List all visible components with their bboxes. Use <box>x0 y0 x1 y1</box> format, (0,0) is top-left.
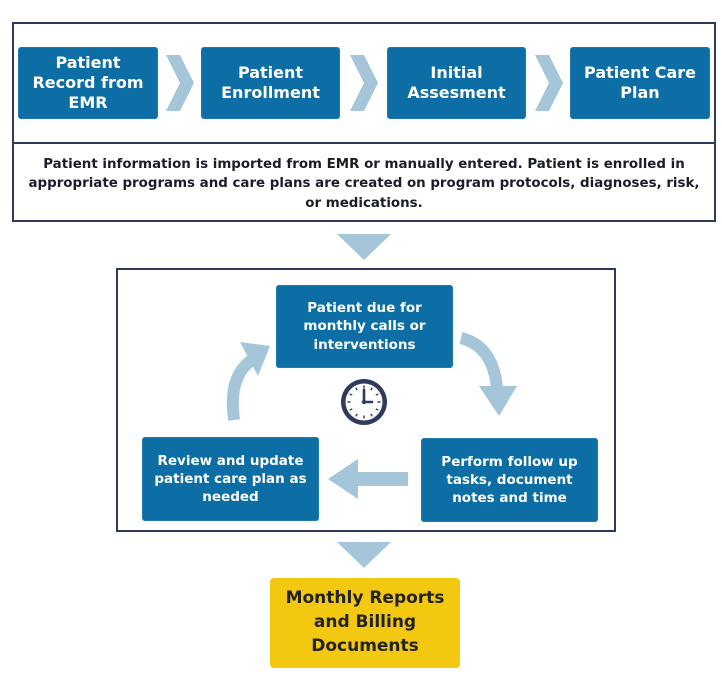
cycle-perform-box: Perform follow up tasks, document notes … <box>421 438 598 522</box>
chevron-right-icon <box>166 55 194 111</box>
step-patient-enrollment-label: Patient Enrollment <box>221 63 320 102</box>
step-patient-care-plan-label: Patient Care Plan <box>584 63 696 102</box>
cycle-due-box: Patient due for monthly calls or interve… <box>276 285 453 368</box>
description-text: Patient information is imported from EMR… <box>28 156 700 211</box>
description-frame <box>12 142 716 222</box>
monthly-reports-box: Monthly Reports and Billing Documents <box>270 578 460 668</box>
cycle-due-label: Patient due for monthly calls or interve… <box>303 300 426 353</box>
monthly-reports-label: Monthly Reports and Billing Documents <box>285 588 445 656</box>
step-patient-care-plan: Patient Care Plan <box>570 47 710 119</box>
chevron-right-icon <box>350 55 378 111</box>
arrow-left-icon <box>328 459 408 499</box>
clock-icon <box>341 379 387 425</box>
cycle-perform-label: Perform follow up tasks, document notes … <box>441 453 578 507</box>
arrow-down-icon <box>337 234 391 260</box>
cycle-review-box: Review and update patient care plan as n… <box>142 437 319 521</box>
chevron-right-icon <box>535 55 563 111</box>
step-initial-assessment-label: Initial Assesment <box>407 63 506 102</box>
curved-arrow-down-icon <box>459 332 517 416</box>
arrow-down-icon <box>337 542 391 568</box>
curved-arrow-up-icon <box>226 342 270 421</box>
step-patient-record-label: Patient Record from EMR <box>32 53 144 112</box>
step-patient-enrollment: Patient Enrollment <box>201 47 340 119</box>
step-patient-record: Patient Record from EMR <box>18 47 158 119</box>
cycle-review-label: Review and update patient care plan as n… <box>154 452 307 506</box>
step-initial-assessment: Initial Assesment <box>387 47 526 119</box>
